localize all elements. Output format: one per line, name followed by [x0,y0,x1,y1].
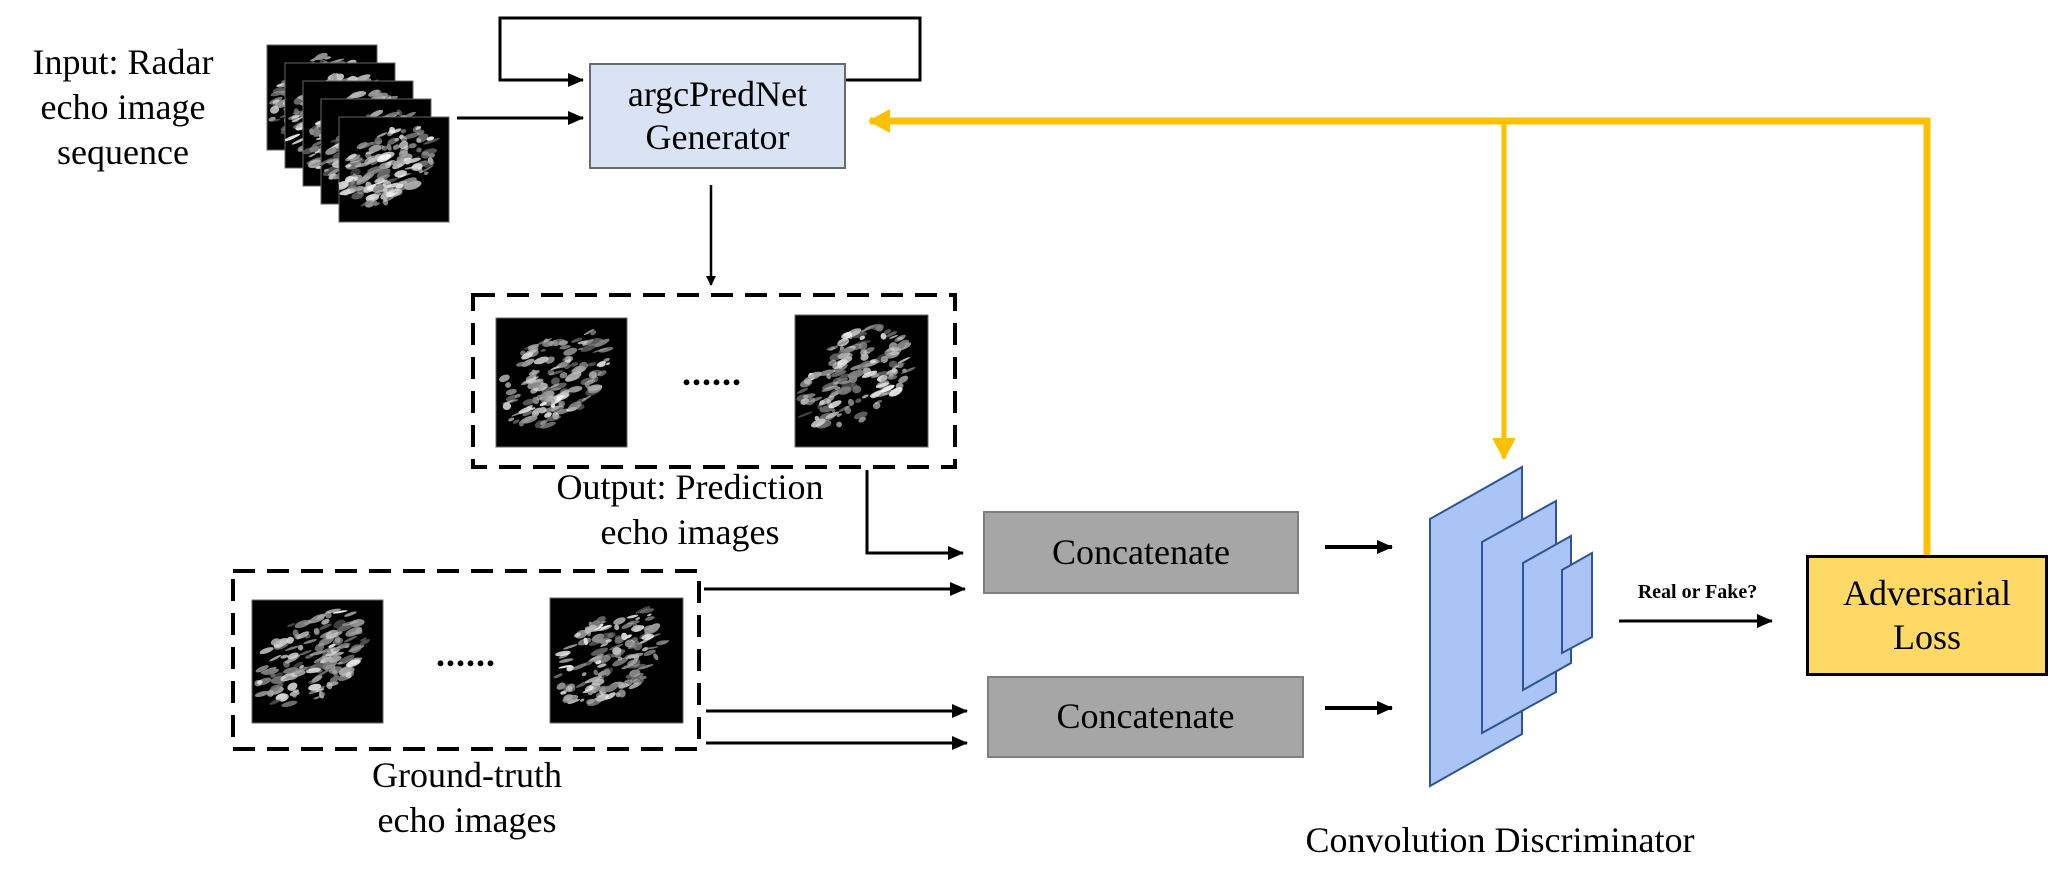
output-label-line-1: Output: Prediction [556,467,824,507]
adversarial-loss-label-line-1: Adversarial [1843,573,2011,614]
prediction-image-first [495,317,628,448]
prediction-output-label: Output: Prediction echo images [510,465,870,555]
prediction-radar-image-first [495,317,628,448]
gt-label-line-1: Ground-truth [372,755,562,795]
ground-truth-group [231,569,701,751]
ground-truth-image-first [251,599,384,724]
input-label-line-2: echo image [40,87,206,127]
input-sequence-label: Input: Radar echo image sequence [0,40,246,175]
concatenate-1-label: Concatenate [1052,531,1230,572]
adversarial-loss-label-line-2: Loss [1892,616,1961,657]
concatenate-block-1: Concatenate [983,511,1299,594]
loss-feedback-to-generator-arrow [868,109,1931,555]
generator-label-line-2: Generator [645,117,790,157]
convolution-discriminator [1429,465,1593,788]
discriminator-label: Convolution Discriminator [1305,820,1695,860]
prediction-ellipsis: ...... [682,353,742,393]
input-radar-image-5 [338,116,450,223]
generator-recurrent-loop [498,16,922,87]
input-image-stack [266,44,450,223]
prediction-to-concatenate-1-arrow [865,470,964,560]
prediction-output-group [471,293,957,469]
discriminator-layer-4 [1561,551,1593,655]
ground-truth-image-last [549,597,684,724]
ground-truth-ellipsis: ...... [436,634,496,674]
prediction-radar-image-last [794,314,929,448]
input-label-line-3: sequence [57,132,189,172]
generator-block: argcPredNet Generator [589,63,846,169]
prediction-image-last [794,314,929,448]
discriminator-layer-3 [1522,534,1572,692]
gt-label-line-2: echo images [377,800,557,840]
output-label-line-2: echo images [600,512,780,552]
generator-label-line-1: argcPredNet [627,73,808,114]
adversarial-loss-block: Adversarial Loss [1806,555,2048,676]
concatenate-2-label: Concatenate [1056,696,1235,737]
ground-truth-label: Ground-truth echo images [287,753,647,843]
ground-truth-radar-image-first [251,599,384,724]
input-label-line-1: Input: Radar [32,42,214,82]
ground-truth-radar-image-last [549,597,684,724]
concatenate-block-2: Concatenate [987,676,1304,758]
real-or-fake-label: Real or Fake? [1637,581,1758,603]
